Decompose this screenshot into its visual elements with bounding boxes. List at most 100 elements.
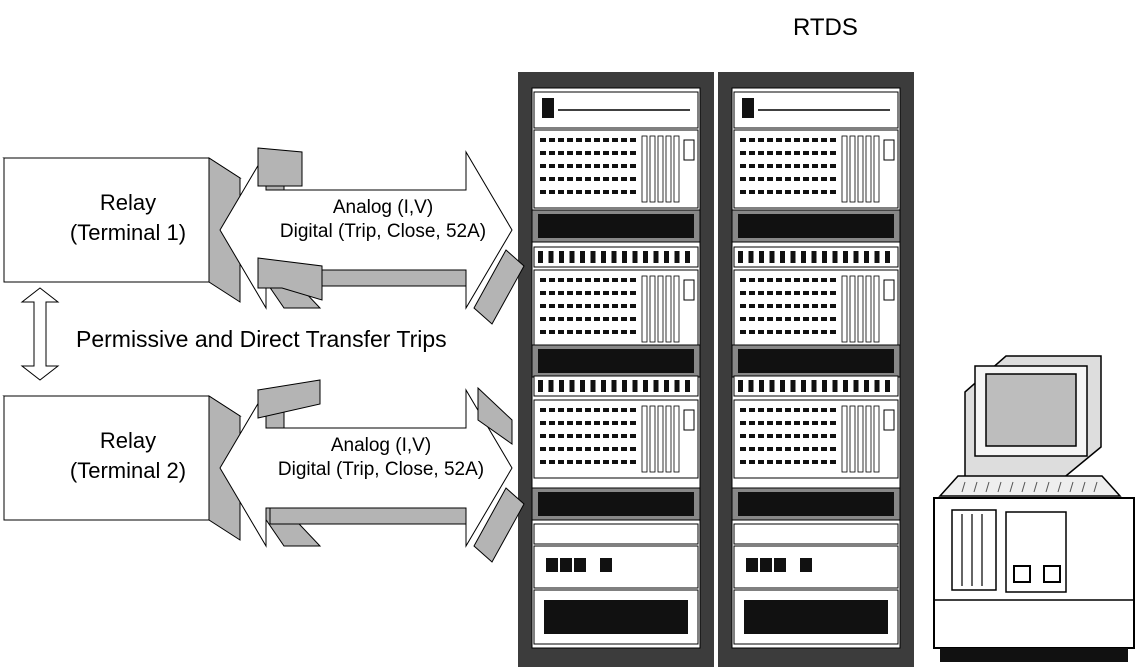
bar-face-2 — [538, 349, 694, 373]
card-slot — [612, 177, 618, 181]
strip-pin — [622, 380, 627, 392]
strip-pin — [611, 380, 617, 392]
card-slot — [567, 151, 573, 155]
transfer-trips-label: Permissive and Direct Transfer Trips — [76, 326, 447, 352]
card-slot — [821, 291, 827, 295]
card-slot — [812, 278, 818, 282]
strip-pin — [853, 251, 859, 263]
strip-pin — [748, 380, 754, 392]
card-slot — [794, 460, 800, 464]
card-slot — [576, 138, 582, 142]
card-slot — [549, 447, 555, 451]
card-slot — [549, 460, 555, 464]
base-vent — [744, 600, 888, 634]
card-slot — [603, 408, 609, 412]
card-slot — [576, 151, 582, 155]
card-slot — [540, 460, 546, 464]
card-slot — [776, 330, 782, 334]
card-slot — [585, 421, 591, 425]
card-slot — [785, 177, 791, 181]
card-slot — [803, 164, 809, 168]
card-slot — [767, 291, 773, 295]
card-slot — [749, 408, 755, 412]
card-slot — [785, 151, 791, 155]
card-slot — [758, 447, 764, 451]
card-slot — [749, 291, 755, 295]
card-slot — [603, 330, 609, 334]
cabinet-plinth — [518, 652, 714, 667]
card-slot — [767, 421, 773, 425]
card-slot — [540, 278, 546, 282]
card-slot — [740, 291, 746, 295]
card-slot — [794, 164, 800, 168]
card-latch — [683, 409, 695, 431]
card-slot — [549, 177, 555, 181]
card-slot — [585, 408, 591, 412]
card-slot — [630, 434, 636, 438]
card-vertical — [641, 275, 648, 343]
card-slot — [576, 164, 582, 168]
card-slot — [549, 278, 555, 282]
arrow-2-left-shade — [257, 379, 321, 419]
link-2-digital: Digital (Trip, Close, 52A) — [277, 459, 485, 480]
card-slot — [767, 434, 773, 438]
card-slot — [803, 447, 809, 451]
card-slot — [585, 330, 591, 334]
card-slot — [821, 447, 827, 451]
card-slot — [740, 304, 746, 308]
strip-pin — [801, 380, 806, 392]
strip-pin — [590, 251, 596, 263]
card-slot — [803, 304, 809, 308]
rtds-cabinet-2 — [718, 72, 914, 667]
strip-pin — [685, 251, 690, 263]
card-latch — [683, 139, 695, 161]
card-slot — [630, 190, 636, 194]
card-vertical — [873, 275, 880, 343]
card-vertical — [865, 275, 872, 343]
card-section-3 — [733, 399, 899, 479]
strip-pin — [538, 380, 543, 392]
card-slot — [621, 164, 627, 168]
strip-pin — [664, 380, 669, 392]
card-slot — [603, 421, 609, 425]
card-slot — [830, 151, 836, 155]
card-slot — [603, 317, 609, 321]
card-slot — [612, 317, 618, 321]
strip-pin — [864, 380, 869, 392]
card-slot — [585, 190, 591, 194]
card-slot — [567, 460, 573, 464]
card-slot — [830, 177, 836, 181]
card-slot — [803, 278, 809, 282]
bar-face-2 — [738, 349, 894, 373]
strip-pin — [822, 251, 827, 263]
card-latch — [883, 139, 895, 161]
card-slot — [540, 304, 546, 308]
strip-pin — [559, 251, 564, 263]
card-slot — [767, 190, 773, 194]
card-slot — [803, 190, 809, 194]
card-slot — [585, 434, 591, 438]
strip-pin — [653, 251, 659, 263]
card-slot — [767, 164, 773, 168]
card-slot — [603, 278, 609, 282]
arrow-right-flange — [473, 487, 525, 563]
strip-pin — [538, 251, 543, 263]
card-slot — [630, 317, 636, 321]
card-slot — [776, 447, 782, 451]
card-slot — [767, 278, 773, 282]
card-slot — [803, 151, 809, 155]
link-1-label: Analog (I,V) Digital (Trip, Close, 52A) — [238, 196, 528, 244]
signal-arrows — [20, 147, 525, 563]
card-slot — [785, 291, 791, 295]
card-vertical — [641, 135, 648, 203]
card-slot — [603, 291, 609, 295]
relay-1-terminal: (Terminal 1) — [69, 220, 187, 245]
control-button — [574, 558, 586, 572]
card-slot — [794, 177, 800, 181]
card-slot — [749, 138, 755, 142]
card-slot — [785, 317, 791, 321]
card-slot — [594, 278, 600, 282]
base-vent — [544, 600, 688, 634]
top-panel — [733, 91, 899, 129]
card-slot — [549, 190, 555, 194]
